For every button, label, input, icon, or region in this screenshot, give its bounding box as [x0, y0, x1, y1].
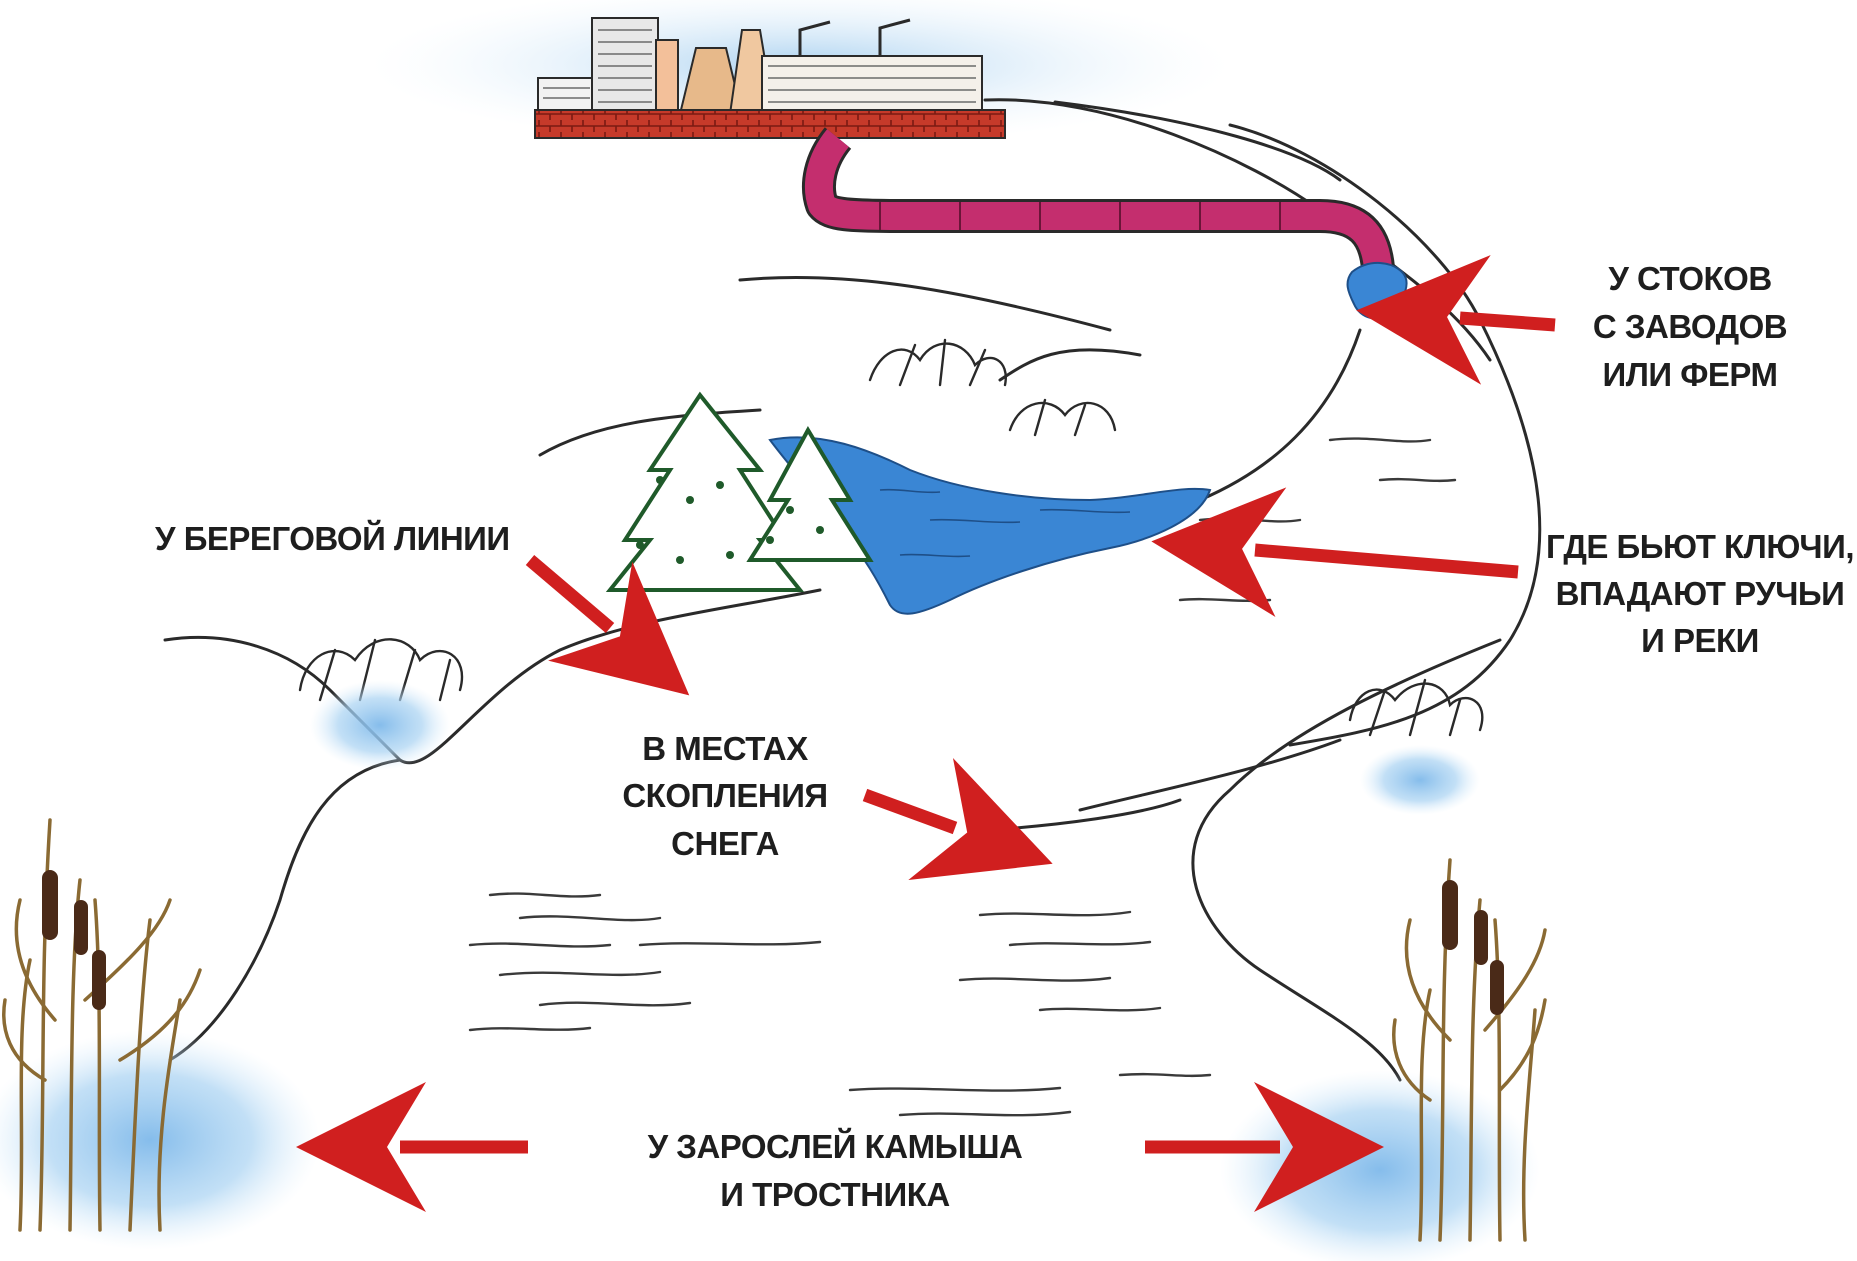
ice-thin-glow-bush: [1360, 745, 1480, 815]
arrow-snow: [862, 758, 1053, 881]
label-reeds: У ЗАРОСЛЕЙ КАМЫША И ТРОСТНИКА: [648, 1127, 1023, 1213]
label-drains-line3: ИЛИ ФЕРМ: [1602, 356, 1777, 393]
arrow-drains: [1356, 255, 1556, 385]
label-snow-line2: СКОПЛЕНИЯ: [622, 777, 827, 814]
water-ripples: [879, 488, 1131, 558]
label-drains: У СТОКОВ С ЗАВОДОВ ИЛИ ФЕРМ: [1593, 260, 1788, 393]
arrow-springs: [1151, 487, 1519, 617]
open-water-stream: [768, 436, 1212, 615]
reed-icon: [1392, 858, 1547, 1242]
arrow-shore: [525, 555, 690, 696]
label-reeds-line1: У ЗАРОСЛЕЙ КАМЫША: [648, 1127, 1023, 1165]
drain-outflow-water: [1346, 262, 1408, 320]
reed-icon: [2, 818, 202, 1232]
label-reeds-line2: И ТРОСТНИКА: [720, 1176, 949, 1213]
label-shore: У БЕРЕГОВОЙ ЛИНИИ: [155, 519, 510, 557]
label-snow-line1: В МЕСТАХ: [642, 730, 808, 767]
label-springs-line1: ГДЕ БЬЮТ КЛЮЧИ,: [1546, 528, 1854, 565]
label-drains-line2: С ЗАВОДОВ: [1593, 308, 1787, 345]
label-springs: ГДЕ БЬЮТ КЛЮЧИ, ВПАДАЮТ РУЧЬИ И РЕКИ: [1546, 528, 1855, 659]
label-snow-line3: СНЕГА: [671, 825, 779, 862]
bush-icon: [298, 338, 1484, 737]
factory-icon: [534, 17, 1006, 139]
label-springs-line2: ВПАДАЮТ РУЧЬИ: [1556, 575, 1845, 612]
ice-thin-glow-reeds-right: [1220, 1070, 1540, 1261]
ice-thin-glow-shore: [310, 680, 450, 770]
label-snow: В МЕСТАХ СКОПЛЕНИЯ СНЕГА: [622, 730, 828, 862]
label-springs-line3: И РЕКИ: [1641, 622, 1759, 659]
shoreline-outlines: [163, 98, 1542, 1082]
spruce-tree-icon: [605, 391, 874, 592]
pipe-icon: [802, 127, 1395, 271]
label-drains-line1: У СТОКОВ: [1608, 260, 1771, 297]
arrow-icon: [296, 255, 1556, 1212]
